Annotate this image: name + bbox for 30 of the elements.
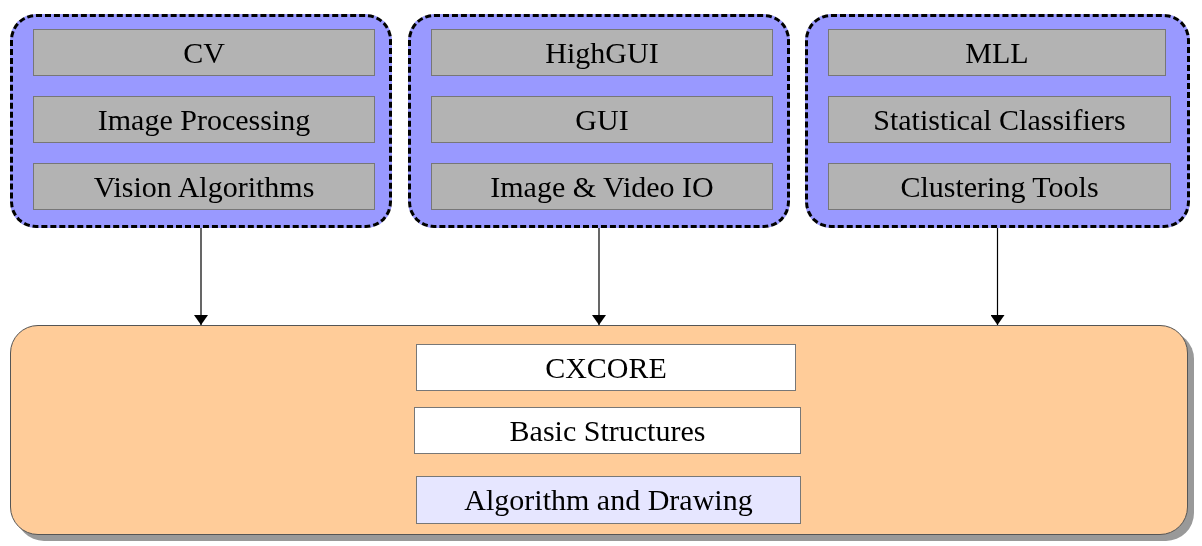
component-box [828, 163, 1171, 210]
component-label: Statistical Classifiers [873, 104, 1126, 135]
arrow [990, 227, 1005, 326]
component-box [416, 476, 801, 524]
component-box [431, 163, 773, 210]
component-label: Vision Algorithms [93, 171, 315, 202]
component-box [828, 96, 1171, 143]
module-panel [408, 14, 790, 228]
component-box [431, 29, 773, 76]
arrow [592, 227, 606, 326]
component-box [414, 407, 801, 454]
component-label: CXCORE [545, 352, 667, 383]
component-label: GUI [575, 104, 629, 135]
module-panel [10, 14, 392, 228]
component-label: Image & Video IO [490, 171, 714, 202]
component-box [828, 29, 1166, 76]
component-label: Algorithm and Drawing [464, 485, 753, 515]
component-box [33, 163, 375, 210]
component-box [416, 344, 796, 391]
component-label: Image Processing [97, 104, 311, 135]
component-label: Basic Structures [509, 415, 706, 446]
arrow [194, 227, 208, 326]
component-label: MLL [965, 37, 1029, 68]
component-label: Clustering Tools [900, 171, 1099, 202]
component-label: HighGUI [545, 37, 659, 68]
component-box [431, 96, 773, 143]
module-panel [805, 14, 1190, 228]
component-box [33, 29, 375, 76]
component-box [33, 96, 375, 143]
component-label: CV [183, 37, 225, 68]
